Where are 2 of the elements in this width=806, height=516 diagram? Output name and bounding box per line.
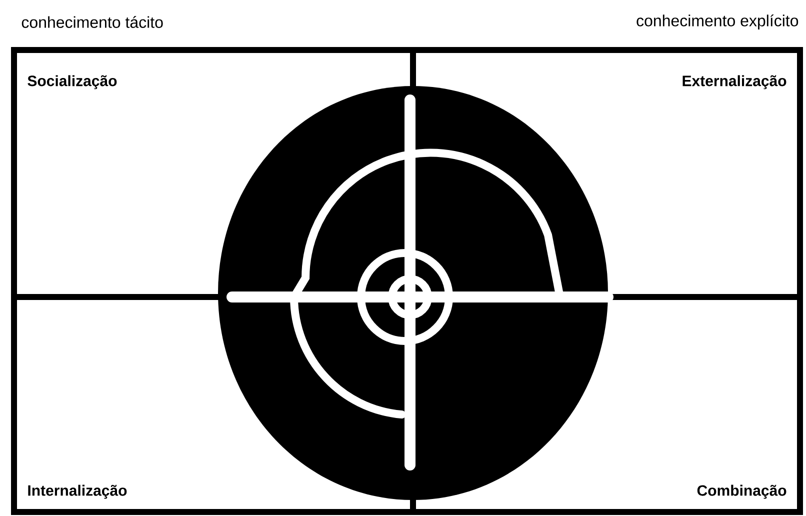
axis-label: conhecimento tácito	[22, 16, 163, 28]
axis-label: conhecimento explícito	[636, 14, 798, 30]
